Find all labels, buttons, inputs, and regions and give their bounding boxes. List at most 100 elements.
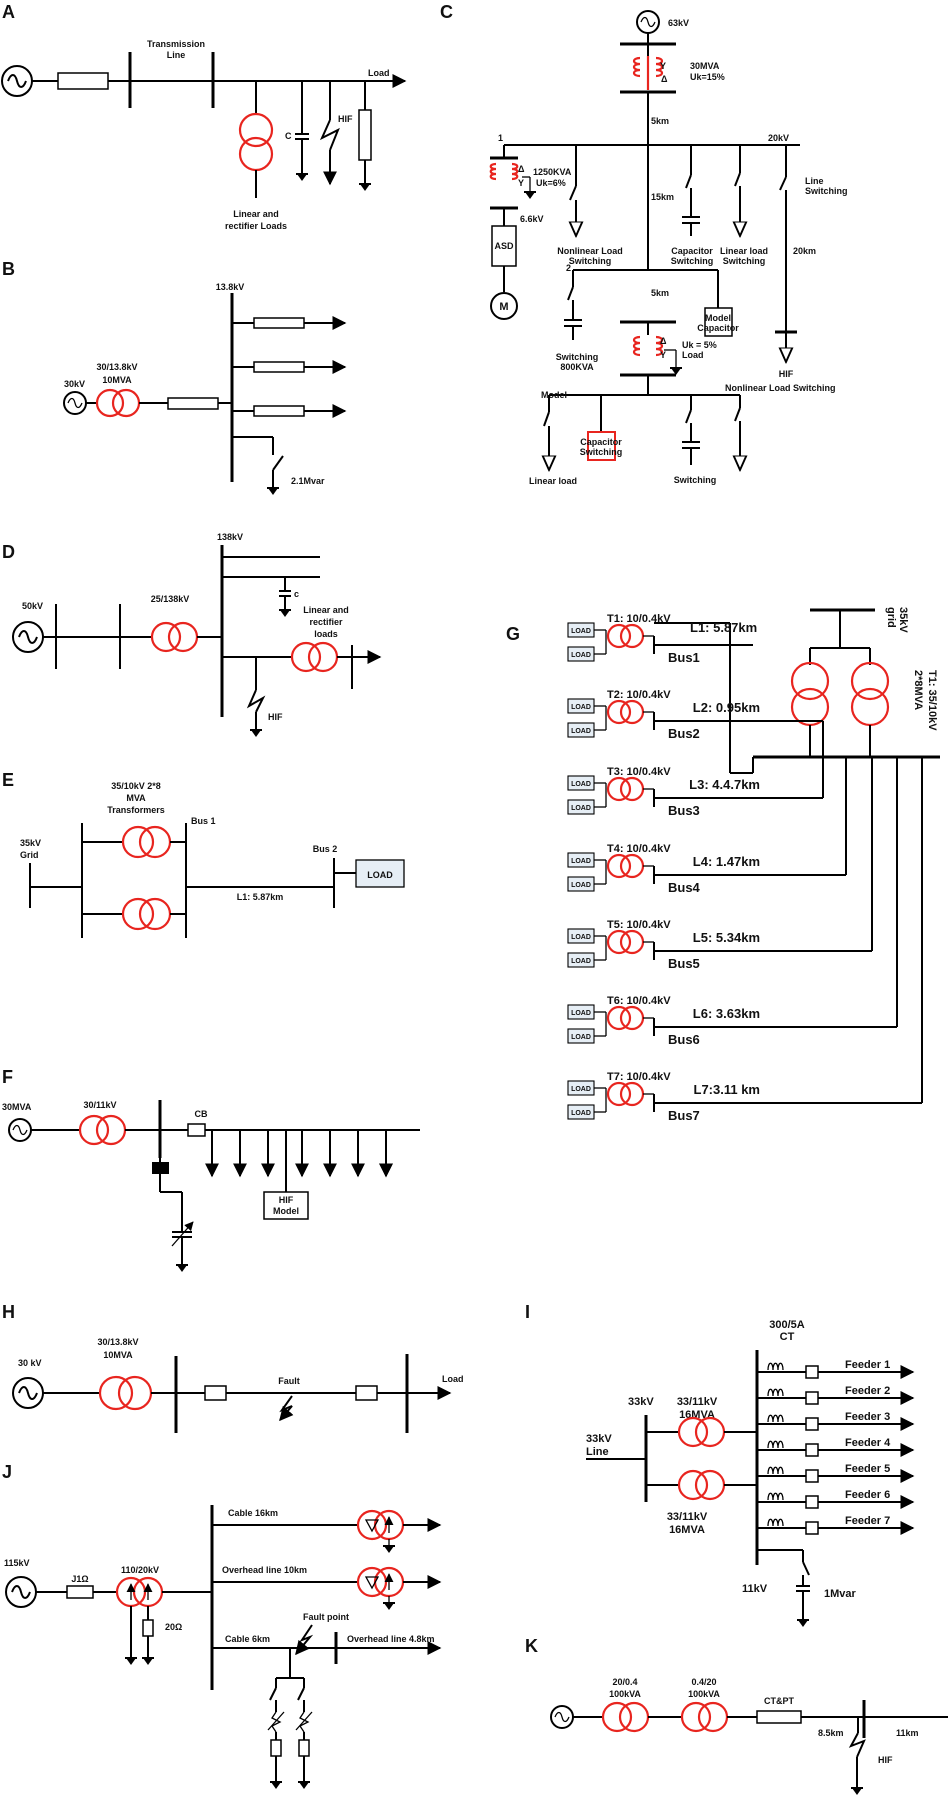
label: Load <box>442 1374 464 1384</box>
feeder-4: Feeder 4 <box>757 1437 915 1457</box>
label: 5km <box>651 288 669 298</box>
load-box-label: LOAD <box>571 882 591 889</box>
label: 50kV <box>22 601 43 611</box>
svg-text:Δ: Δ <box>660 336 667 346</box>
load-box-label: LOAD <box>571 1010 591 1017</box>
label: rectifier Loads <box>225 221 287 231</box>
label: 1250KVA <box>533 167 572 177</box>
label: C <box>285 131 292 141</box>
bus-label: Bus1 <box>668 650 700 665</box>
label: Load <box>368 68 390 78</box>
label: MVA <box>126 793 146 803</box>
label: Transformers <box>107 805 165 815</box>
label: grid <box>885 607 897 628</box>
label: 30MVA <box>690 61 720 71</box>
load-box-label: LOAD <box>571 704 591 711</box>
panel-e: E 35/10kV 2*8 MVA Transformers Bus 1 35k… <box>2 770 405 938</box>
label: 11km <box>896 1728 919 1738</box>
load-box-label: LOAD <box>571 1086 591 1093</box>
label: Model <box>705 313 731 323</box>
label: Capacitor <box>671 246 713 256</box>
panel-d: D 50kV 25/138kV 138kV c Linear and recti… <box>2 532 382 738</box>
feeder-5: Feeder 5 <box>757 1463 915 1483</box>
label: 11kV <box>742 1583 768 1595</box>
transformer-label: T7: 10/0.4kV <box>607 1071 671 1083</box>
label: 8.5km <box>818 1728 844 1738</box>
label: L1: 5.87km <box>237 892 284 902</box>
panel-letter-a: A <box>2 2 15 22</box>
label: Switching <box>556 352 599 362</box>
label: Switching <box>674 475 717 485</box>
feeder-3: Feeder 3 <box>757 1411 915 1431</box>
svg-text:Y: Y <box>660 61 666 71</box>
label: Load <box>682 350 704 360</box>
label: Overhead line 10km <box>222 1565 307 1575</box>
svg-text:Δ: Δ <box>661 74 668 84</box>
feeder-label: Feeder 2 <box>845 1385 890 1397</box>
panel-j: J 115kV J1Ω 110/20kV 20Ω Cable 16km Over… <box>2 1462 442 1790</box>
label: 2.1Mvar <box>291 476 325 486</box>
line-label: L3: 4.4.7km <box>689 777 760 792</box>
label: 35/10kV 2*8 <box>111 781 161 791</box>
label: Uk = 5% <box>682 340 717 350</box>
label: 2*8MVA <box>912 670 924 710</box>
label: 20/0.4 <box>612 1677 637 1687</box>
label: 30/13.8kV <box>97 1337 138 1347</box>
label: HIF <box>779 369 794 379</box>
feeder-1: Feeder 1 <box>757 1359 915 1379</box>
panel-g: G 35kV grid T1: 35/10kV 2*8MVA LOADLOADT… <box>506 607 940 1123</box>
panel-h: H 30 kV 30/13.8kV 10MVA Load Fault <box>2 1302 464 1433</box>
label: 30MVA <box>2 1102 32 1112</box>
label: Fault <box>278 1376 300 1386</box>
load-box-label: LOAD <box>571 858 591 865</box>
feeder-label: Feeder 7 <box>845 1515 890 1527</box>
label: Switching <box>580 447 623 457</box>
label: 5km <box>651 116 669 126</box>
label: Capacitor <box>580 437 622 447</box>
label: HIF <box>878 1755 893 1765</box>
label: 30 kV <box>18 1358 42 1368</box>
panel-a: A Transmission Line Load Linear and rect… <box>1 2 407 231</box>
label: 20Ω <box>165 1622 182 1632</box>
load-box-label: LOAD <box>571 958 591 965</box>
label: CT&PT <box>764 1696 794 1706</box>
panel-letter-f: F <box>2 1067 13 1087</box>
label: 33/11kV <box>677 1396 718 1408</box>
line-label: L5: 5.34km <box>693 930 760 945</box>
label: Switching <box>671 256 714 266</box>
label: Transmission <box>147 39 205 49</box>
label: T1: 35/10kV <box>926 670 938 731</box>
label: Line <box>805 176 824 186</box>
panel-letter-h: H <box>2 1302 15 1322</box>
label: ASD <box>494 241 514 251</box>
panel-f: F 30MVA 30/11kV CB HIF Model <box>2 1067 420 1273</box>
label: 1 <box>498 133 503 143</box>
panel-letter-k: K <box>525 1636 538 1656</box>
panel-letter-i: I <box>525 1302 530 1322</box>
line-label: L7:3.11 km <box>694 1082 761 1097</box>
panel-letter-j: J <box>2 1462 12 1482</box>
label: 30kV <box>64 379 85 389</box>
label: LOAD <box>367 870 393 880</box>
label: Linear load <box>529 476 577 486</box>
label: Uk=6% <box>536 178 566 188</box>
label: Line <box>586 1446 609 1458</box>
bus-label: Bus4 <box>668 880 701 895</box>
label: c <box>294 589 299 599</box>
transformer-label: T4: 10/0.4kV <box>607 843 671 855</box>
label: rectifier <box>309 617 343 627</box>
label: 35kV <box>897 607 909 633</box>
feeder-label: Feeder 6 <box>845 1489 890 1501</box>
panel-b: B 30kV 30/13.8kV 10MVA 13.8kV 2.1Mvar <box>2 259 347 496</box>
feeder-7: Feeder 7 <box>757 1515 915 1535</box>
line-label: L4: 1.47km <box>693 854 760 869</box>
panel-letter-d: D <box>2 542 15 562</box>
label: 1Mvar <box>824 1588 857 1600</box>
